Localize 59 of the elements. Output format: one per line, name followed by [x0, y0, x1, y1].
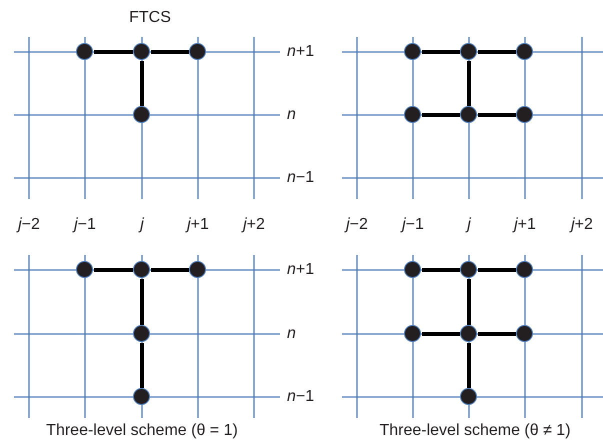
axis-index-label: n: [287, 107, 296, 123]
stencil-link: [422, 332, 460, 336]
grid-point: [516, 325, 533, 342]
stencil-link: [151, 268, 189, 272]
stencil-link: [151, 50, 189, 54]
axis-index-label: j: [140, 217, 144, 233]
axis-index-label: j+2: [571, 217, 593, 233]
stencil-link: [140, 343, 144, 388]
stencil-link: [478, 50, 516, 54]
axis-index-label: j−1: [402, 217, 424, 233]
stencil-link: [140, 61, 144, 106]
axis-index-label: j−2: [18, 217, 40, 233]
axis-index-label: n: [287, 326, 296, 342]
grid-point: [133, 106, 150, 123]
stencil-link: [478, 332, 516, 336]
grid-point: [516, 106, 533, 123]
grid-point: [76, 43, 93, 60]
grid-point: [404, 106, 421, 123]
stencil-link: [467, 61, 471, 106]
grid-point: [133, 388, 150, 405]
stencil-link: [140, 279, 144, 325]
axis-index-label: j: [467, 217, 471, 233]
grid-point: [189, 261, 206, 278]
grid-point: [460, 325, 477, 342]
stencil-link: [467, 343, 471, 388]
axis-index-label: j−2: [346, 217, 368, 233]
axis-index-label: j+1: [514, 217, 536, 233]
grid-point: [133, 325, 150, 342]
stencil-link: [422, 50, 460, 54]
grid-point: [516, 43, 533, 60]
grid-point: [460, 388, 477, 405]
scheme-title: FTCS: [129, 10, 171, 26]
scheme-caption: Three-level scheme (θ = 1): [46, 423, 238, 439]
axis-index-label: n−1: [287, 389, 314, 405]
grid-point: [404, 261, 421, 278]
axis-index-label: j−1: [74, 217, 96, 233]
stencil-link: [478, 113, 516, 117]
axis-index-label: j+1: [187, 217, 209, 233]
grid-point: [404, 325, 421, 342]
grid-point: [189, 43, 206, 60]
stencil-link: [94, 268, 133, 272]
stencil-link: [422, 113, 460, 117]
axis-index-label: n+1: [287, 262, 314, 278]
stencil-link: [422, 268, 460, 272]
grid-point: [76, 261, 93, 278]
axis-index-label: n−1: [287, 170, 314, 186]
stencil-link: [467, 279, 471, 325]
grid-point: [133, 261, 150, 278]
grid-point: [460, 43, 477, 60]
grid-point: [133, 43, 150, 60]
axis-index-label: j+2: [243, 217, 265, 233]
scheme-caption: Three-level scheme (θ ≠ 1): [379, 423, 571, 439]
stencil-link: [94, 50, 133, 54]
grid-point: [516, 261, 533, 278]
axis-index-label: n+1: [287, 44, 314, 60]
grid-point: [404, 43, 421, 60]
grid-point: [460, 261, 477, 278]
grid-point: [460, 106, 477, 123]
stencil-link: [478, 268, 516, 272]
